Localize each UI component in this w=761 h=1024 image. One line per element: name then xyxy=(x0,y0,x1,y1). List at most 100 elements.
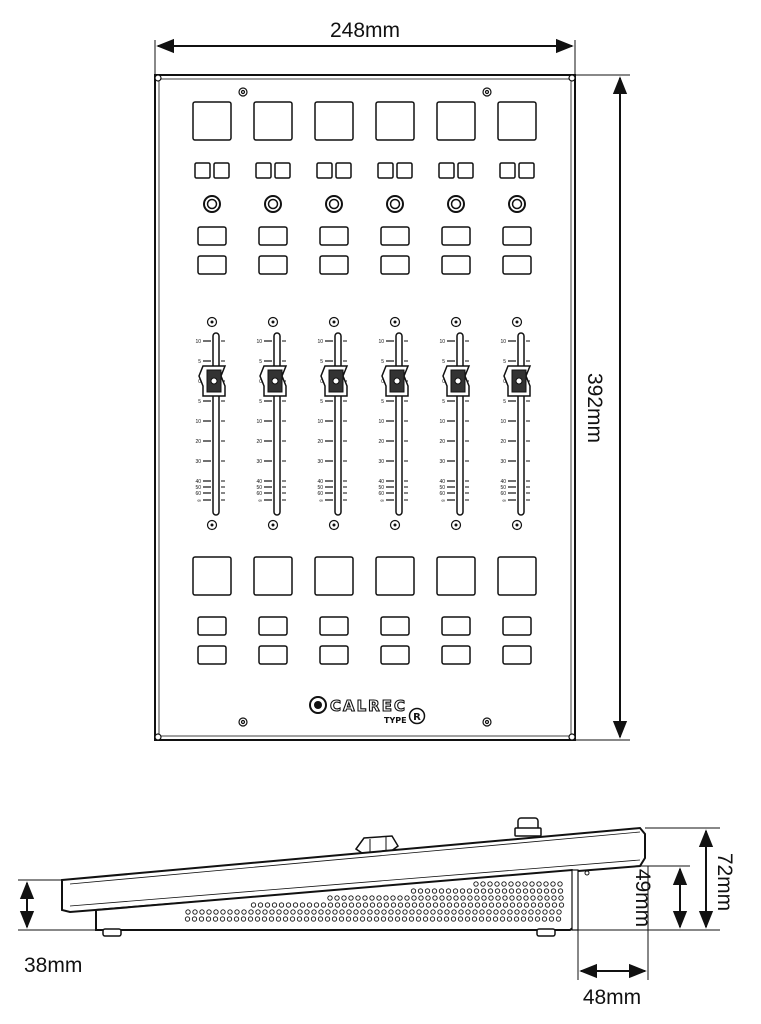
vent-hole xyxy=(513,916,520,922)
front-foot xyxy=(102,928,122,937)
vent-hole xyxy=(376,902,383,908)
fader-scale-label: 10 xyxy=(500,419,506,425)
channel-small-button xyxy=(438,162,455,179)
channel-small-button xyxy=(274,162,291,179)
vent-hole xyxy=(556,909,562,915)
vent-hole xyxy=(520,916,527,922)
fader-scale-label: 5 xyxy=(320,359,323,365)
vent-hole xyxy=(522,888,529,894)
channel-function-button xyxy=(319,255,349,275)
vent-hole xyxy=(262,909,268,915)
fader-track xyxy=(517,332,525,516)
channel-top-button xyxy=(314,101,354,141)
vent-hole xyxy=(430,909,436,915)
vent-hole xyxy=(198,916,205,922)
vent-hole xyxy=(550,881,556,887)
vent-hole xyxy=(192,909,198,915)
vent-hole xyxy=(502,895,508,901)
channel-function-button xyxy=(502,616,532,636)
fader-scale-label: 50 xyxy=(195,485,201,491)
vent-hole xyxy=(523,895,529,901)
fader-scale-label: 5 xyxy=(198,359,201,365)
side-view: 38mm 49mm 72mm 48mm xyxy=(18,817,736,1009)
channel-top-button xyxy=(375,101,415,141)
vent-hole xyxy=(304,909,310,915)
vent-hole xyxy=(327,902,334,908)
fader-scale-label: 50 xyxy=(439,485,445,491)
channel-function-button xyxy=(258,226,288,246)
vent-hole xyxy=(508,881,514,887)
fader-scale-label: 20 xyxy=(256,439,262,445)
channel-bottom-button xyxy=(436,556,476,596)
fader-scale-label: 60 xyxy=(378,491,384,497)
vent-hole xyxy=(438,888,445,894)
channel-small-button xyxy=(335,162,352,179)
vent-hole xyxy=(501,888,508,894)
fader-scale-label: 10 xyxy=(195,339,201,345)
fader-scale-label: 40 xyxy=(439,479,445,485)
vent-hole xyxy=(397,895,403,901)
vent-hole xyxy=(248,909,254,915)
vent-hole xyxy=(452,888,459,894)
fader-scale-label: ∞ xyxy=(441,498,445,504)
fader-scale-label: ∞ xyxy=(197,498,201,504)
vent-hole xyxy=(327,895,333,901)
channel-small-button xyxy=(499,162,516,179)
fader-scale-label: 10 xyxy=(195,419,201,425)
fader-scale-label: 5 xyxy=(320,399,323,405)
vent-hole xyxy=(415,916,422,922)
vent-hole xyxy=(404,902,411,908)
fader-scale-label: 50 xyxy=(317,485,323,491)
fader-scale-label: 0 xyxy=(442,379,445,385)
vent-hole xyxy=(373,916,380,922)
vent-hole xyxy=(345,916,352,922)
vent-hole xyxy=(282,916,289,922)
vent-hole xyxy=(418,895,424,901)
vent-hole xyxy=(488,895,494,901)
vent-hole xyxy=(488,902,495,908)
vent-hole xyxy=(500,909,506,915)
vent-hole xyxy=(474,902,481,908)
channel-small-button xyxy=(194,162,211,179)
fader-scale-label: 60 xyxy=(500,491,506,497)
vent-hole xyxy=(432,895,438,901)
vent-hole xyxy=(341,902,348,908)
vent-hole xyxy=(250,902,257,908)
vent-hole xyxy=(542,909,548,915)
channel-function-button xyxy=(258,645,288,665)
vent-hole xyxy=(558,895,564,901)
vent-hole xyxy=(460,895,466,901)
height-dimension: 392mm xyxy=(575,74,630,741)
vent-hole xyxy=(514,909,520,915)
channel-bottom-button xyxy=(375,556,415,596)
vent-hole xyxy=(541,916,548,922)
vent-hole xyxy=(220,909,226,915)
vent-hole xyxy=(451,909,457,915)
vent-hole xyxy=(285,902,292,908)
vent-hole xyxy=(501,881,507,887)
vent-hole xyxy=(359,916,366,922)
vent-hole xyxy=(390,895,396,901)
fader-track xyxy=(334,332,342,516)
channel-bottom-button xyxy=(192,556,232,596)
vent-hole xyxy=(275,916,282,922)
fader-scale-label: 50 xyxy=(500,485,506,491)
channel-function-button xyxy=(502,255,532,275)
vent-hole xyxy=(255,909,261,915)
vent-hole xyxy=(388,909,394,915)
vent-hole xyxy=(227,909,233,915)
inner-height-label: 49mm xyxy=(631,869,654,927)
vent-hole xyxy=(311,909,317,915)
vent-hole xyxy=(537,902,544,908)
channel-top-button xyxy=(497,101,537,141)
channel-function-button xyxy=(441,255,471,275)
vent-hole xyxy=(404,895,410,901)
vent-hole xyxy=(380,916,387,922)
vent-hole xyxy=(467,902,474,908)
channel-function-button xyxy=(319,645,349,665)
fader-scale-label: 10 xyxy=(317,419,323,425)
inner-height-dimension: 49mm xyxy=(578,865,690,931)
vent-hole xyxy=(397,902,404,908)
